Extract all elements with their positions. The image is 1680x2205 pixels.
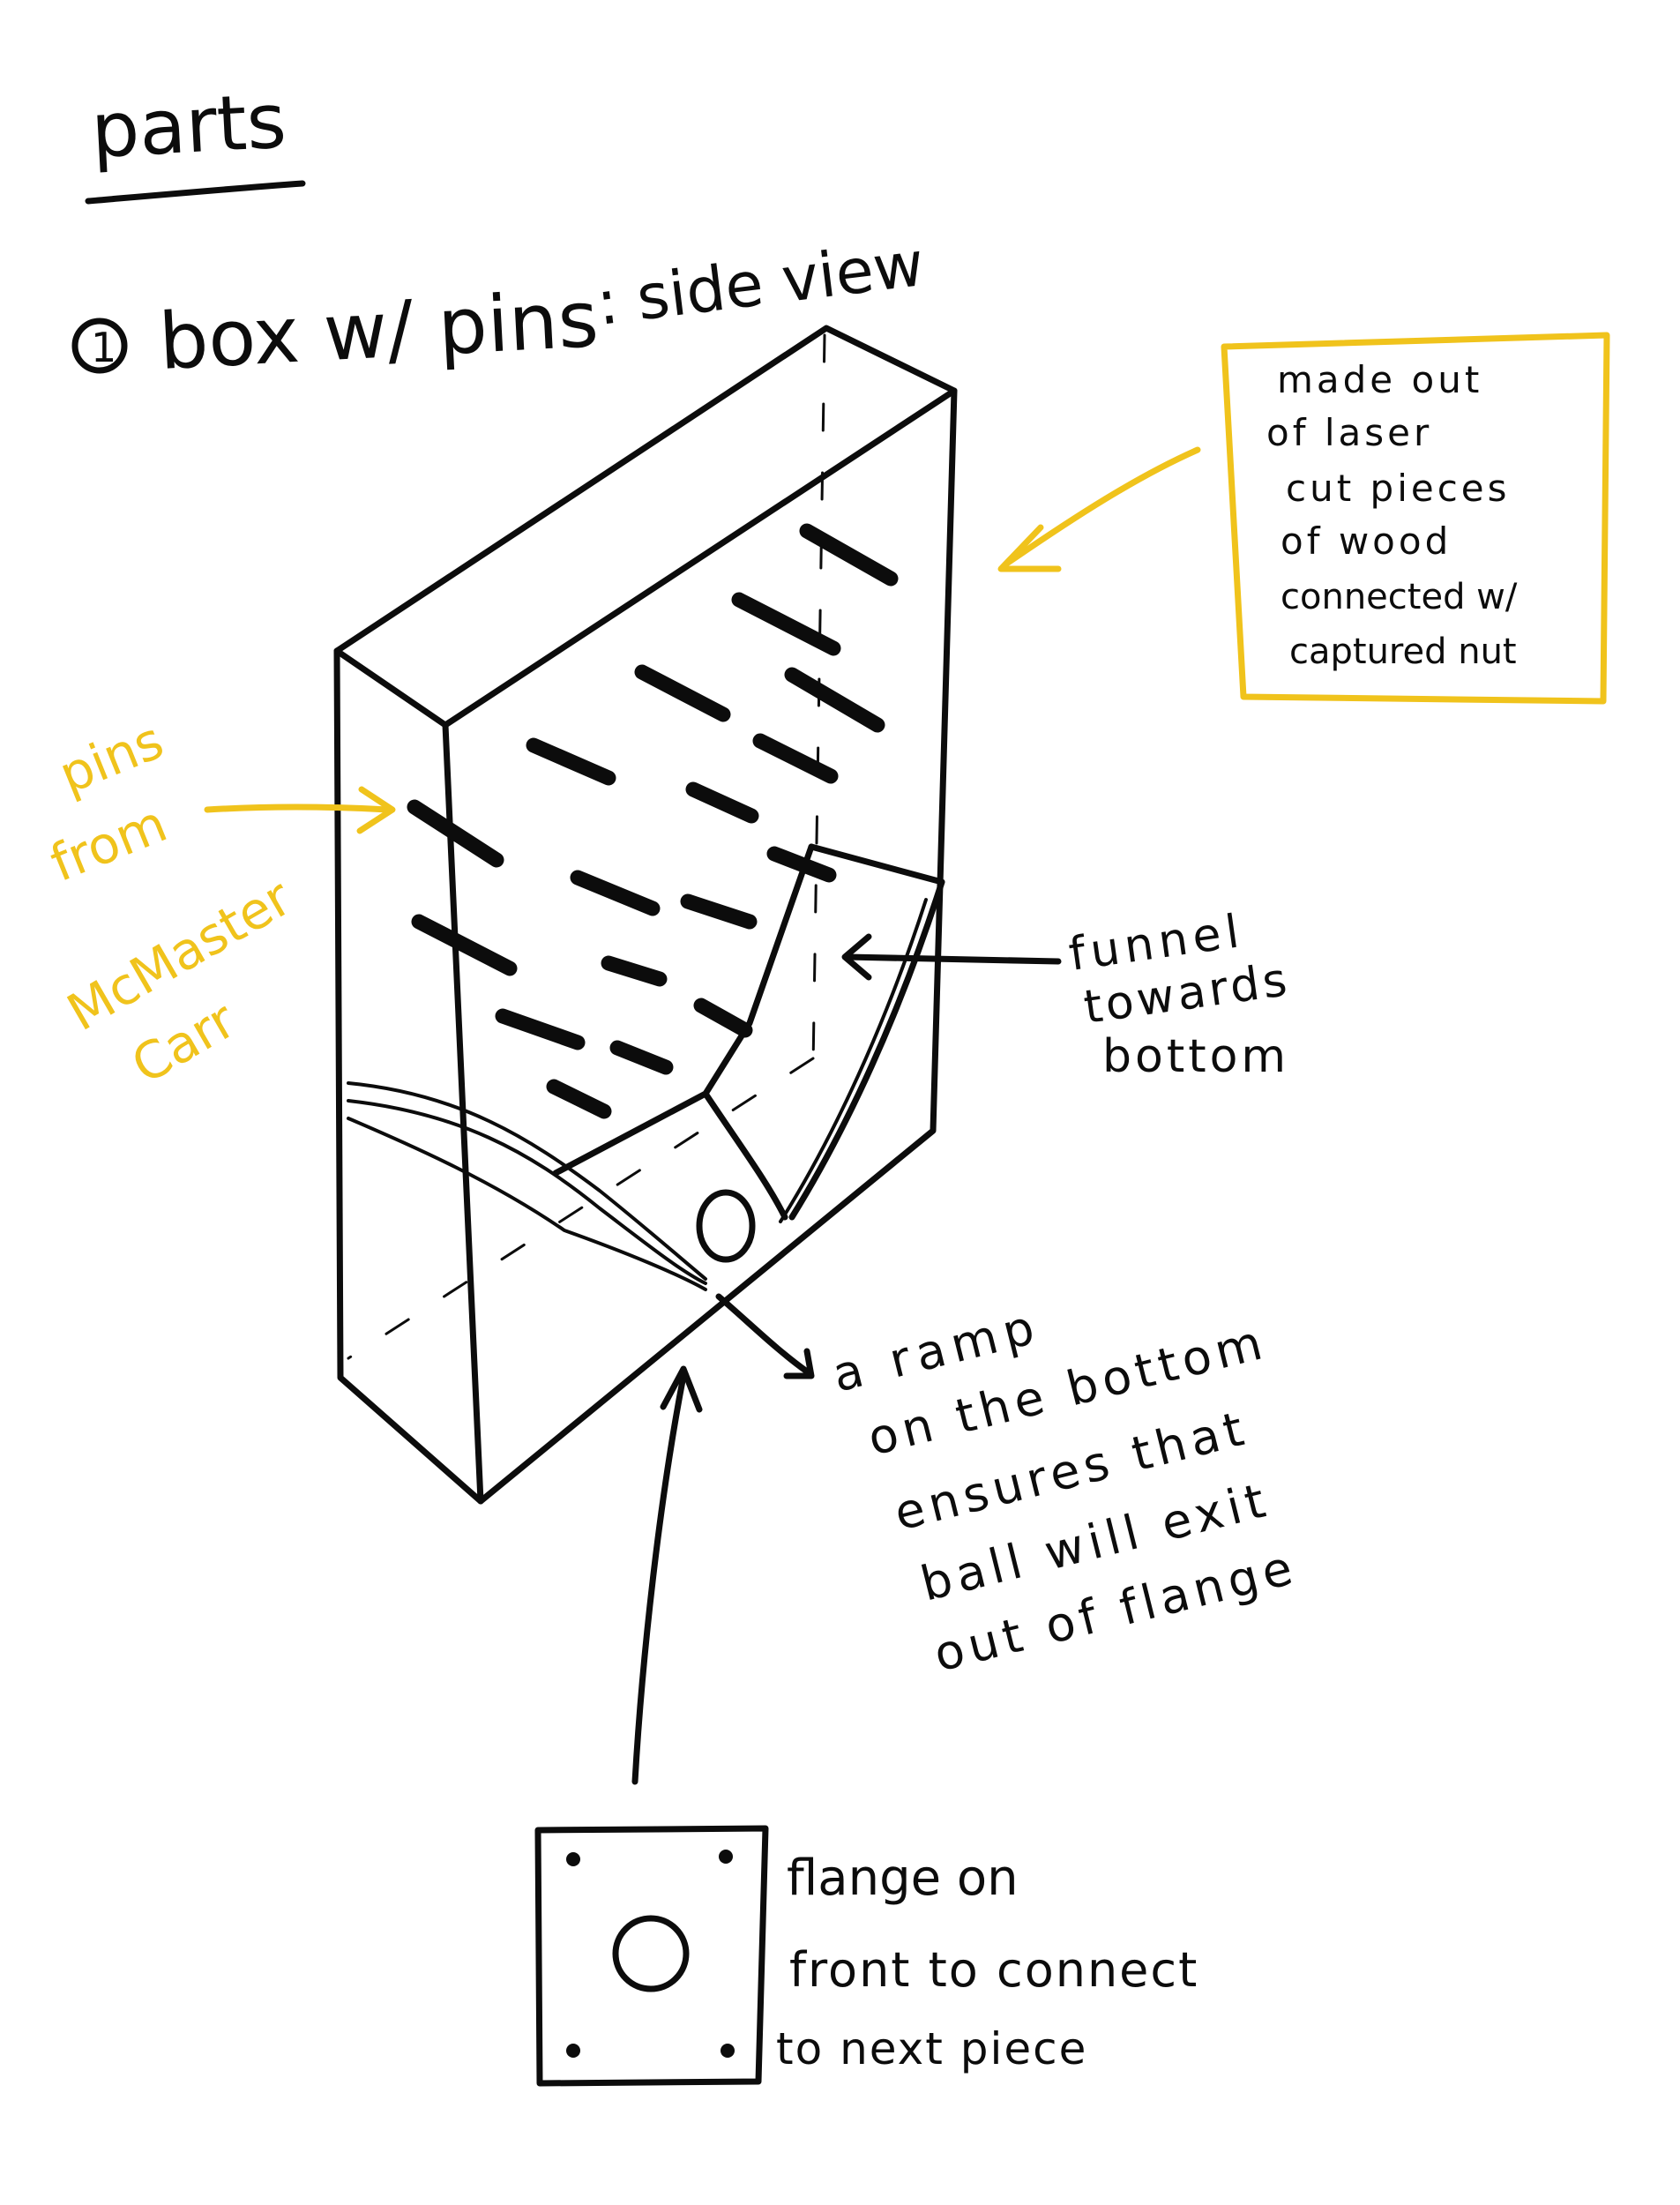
pin: [411, 914, 518, 976]
pin: [601, 955, 668, 987]
hidden-bottom-edge: [347, 1057, 815, 1360]
pin: [685, 781, 759, 824]
box-drawing: [333, 325, 958, 1505]
flange-arrowhead: [660, 1365, 703, 1413]
flange-label-line: to next piece: [776, 2023, 1087, 2074]
funnel-right-wall-1: [788, 878, 945, 1221]
note-line: captured nut: [1289, 632, 1517, 672]
pins-arrow: [204, 804, 392, 813]
pin: [799, 523, 899, 587]
pin: [752, 733, 839, 784]
flange-bolt-hole: [566, 1852, 580, 1866]
note-line: cut pieces: [1286, 467, 1511, 510]
material-note: made out of laser cut pieces of wood con…: [1221, 332, 1610, 705]
part-name: box w/ pins: [157, 273, 601, 387]
pin: [495, 1008, 586, 1050]
note-line: of wood: [1281, 519, 1452, 563]
title-underline: [85, 180, 306, 205]
pins-arrowhead: [356, 786, 396, 834]
flange-label-line: flange on: [787, 1850, 1019, 1907]
flange-bolt-hole: [721, 2044, 735, 2058]
box-outline: [333, 325, 958, 1505]
pin: [680, 893, 758, 930]
view-label: : side view: [593, 228, 928, 340]
pin: [526, 737, 616, 786]
note-box-border: [1221, 332, 1610, 705]
funnel-label-line: bottom: [1102, 1030, 1289, 1083]
funnel-label: funnel towards bottom: [1065, 905, 1293, 1083]
funnel-center-wall: [702, 1090, 788, 1221]
pin: [546, 1079, 612, 1119]
pins-label-line: pins: [51, 710, 172, 805]
pins-label-line: from: [42, 793, 175, 893]
pins-source-label: pins from McMaster Carr: [42, 710, 302, 1095]
note-line: of laser: [1266, 411, 1432, 454]
flange-drawing: [534, 1825, 769, 2087]
funnel-left-wall: [552, 843, 815, 1177]
flange-arrow: [631, 1372, 687, 1785]
flange-center-hole: [612, 1915, 690, 1992]
item-number: 1: [91, 324, 116, 371]
pin: [784, 667, 885, 733]
ramp-line-1: [347, 1081, 707, 1281]
flange-bolt-hole: [719, 1850, 733, 1864]
flange-bolt-hole: [566, 2044, 580, 2058]
hidden-vertical-edge: [811, 333, 826, 1069]
pin: [570, 870, 661, 916]
ramp-line-2: [347, 1099, 707, 1285]
funnel-arrow: [843, 953, 1062, 965]
ramp-label: a ramp on the bottom ensures that ball w…: [827, 1297, 1303, 1682]
page-title: parts: [89, 78, 288, 176]
note-line: made out: [1277, 358, 1482, 401]
pin: [634, 664, 731, 722]
ramp-arrow: [715, 1293, 810, 1375]
pin: [693, 998, 753, 1038]
pin: [731, 592, 841, 656]
note-line: connected w/: [1281, 577, 1518, 617]
pins: [407, 523, 899, 1119]
note-arrow: [1002, 446, 1201, 568]
pin: [407, 799, 504, 868]
exit-hole: [696, 1189, 756, 1263]
flange-label-line: front to connect: [789, 1942, 1198, 1998]
pin: [766, 846, 837, 883]
ramp-line-3: [347, 1117, 707, 1291]
note-arrowhead: [997, 524, 1062, 572]
funnel-arrowhead: [841, 933, 872, 981]
funnel-back-edge: [808, 843, 945, 886]
top-face-edge: [333, 387, 958, 729]
pin: [609, 1040, 674, 1075]
flange-plate: [534, 1825, 769, 2087]
ramp-arrowhead: [783, 1348, 815, 1379]
flange-label: flange on front to connect to next piece: [776, 1850, 1198, 2074]
funnel-right-wall-2: [779, 898, 928, 1223]
item-number-circle: [71, 318, 128, 374]
front-face-edge: [442, 721, 484, 1505]
